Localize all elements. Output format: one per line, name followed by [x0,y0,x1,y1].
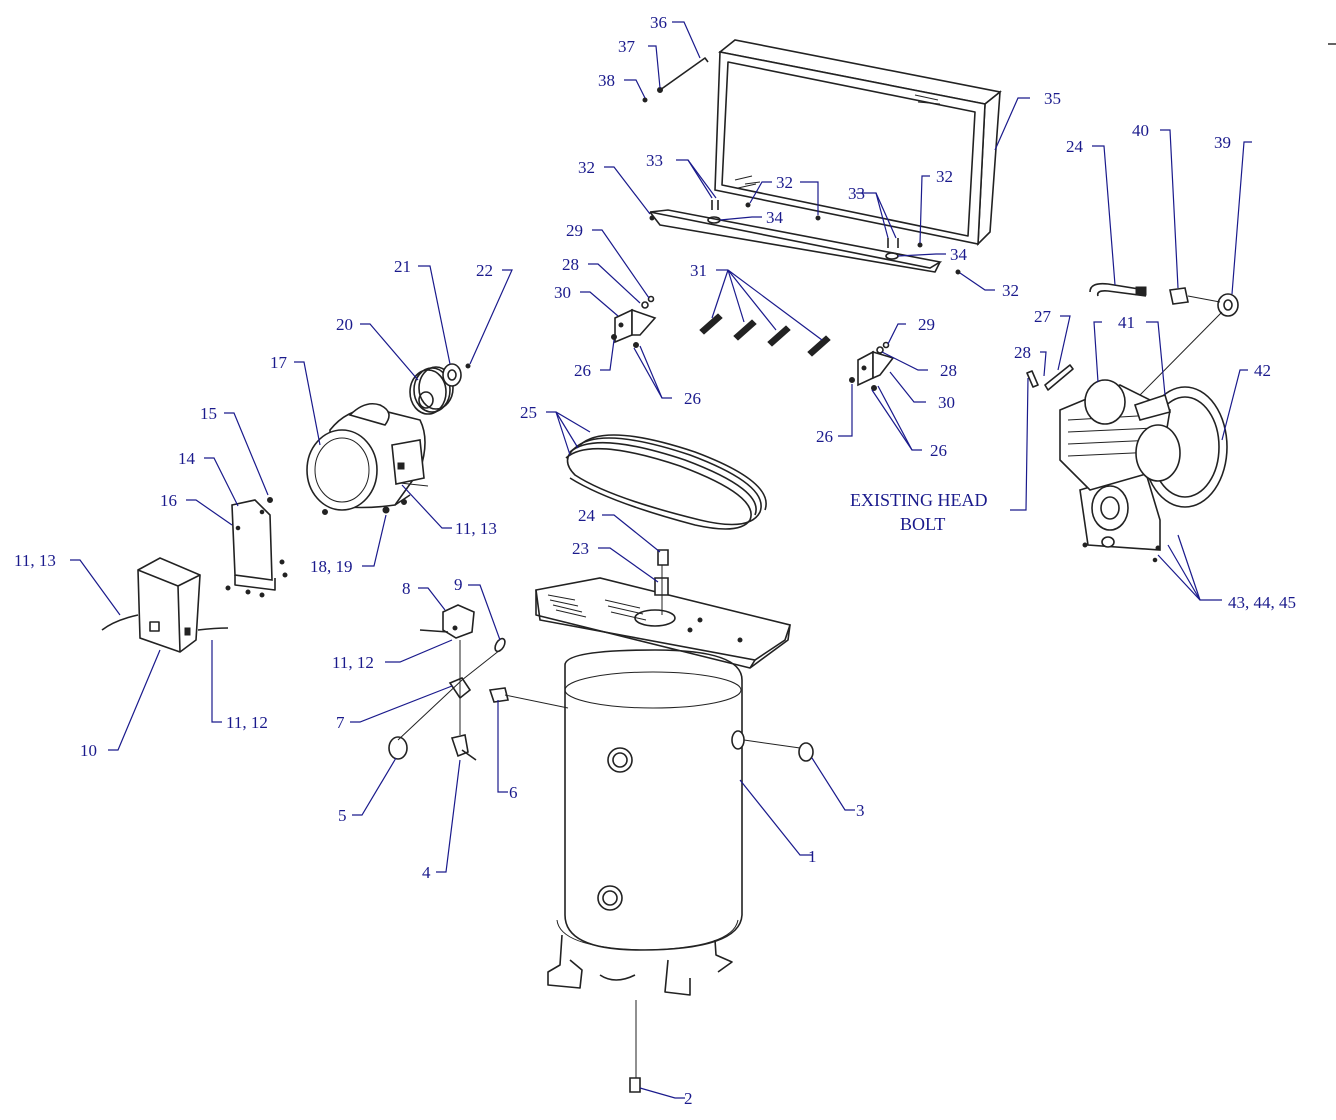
label-32-b: 32 [776,173,793,192]
guard-bracket-right [849,341,895,391]
label-8: 8 [402,579,411,598]
filter-fitting-40 [1169,287,1189,305]
rubber-grommets [699,313,831,357]
pressure-gauge [388,736,408,760]
discharge-tube-24 [1089,282,1147,297]
label-37: 37 [618,37,636,56]
label-33-b: 33 [848,184,865,203]
motor-pulley [409,366,454,415]
guard-bracket-left [611,295,657,348]
label-14: 14 [178,449,196,468]
guard-brace-rod [642,57,709,103]
label-26-c: 26 [816,427,833,446]
electric-motor [306,402,429,515]
label-32-d: 32 [1002,281,1019,300]
label-23: 23 [572,539,589,558]
label-29-b: 29 [918,315,935,334]
label-30-b: 30 [938,393,955,412]
label-38: 38 [598,71,615,90]
guard-back-rail [649,209,943,273]
set-screw [465,363,471,369]
label-35: 35 [1044,89,1061,108]
label-11-12-box: 11, 12 [226,713,268,732]
label-10: 10 [80,741,97,760]
v-belts [565,434,767,530]
label-34-a: 34 [766,208,784,227]
pulley-hub [442,363,462,387]
label-36: 36 [650,13,667,32]
leader-lines [70,21,1252,1099]
label-32-c: 32 [936,167,953,186]
label-6: 6 [509,783,518,802]
pressure-switch [419,604,475,639]
label-9: 9 [454,575,463,594]
label-42: 42 [1254,361,1271,380]
label-40: 40 [1132,121,1149,140]
label-25: 25 [520,403,537,422]
label-1: 1 [808,847,817,866]
label-34-b: 34 [950,245,968,264]
part-labels: 1 2 3 4 5 6 7 8 9 10 11, 13 11, 12 11, 1… [14,13,1296,1108]
fitting-24 [657,549,669,566]
bracket-27 [1044,364,1074,391]
label-21: 21 [394,257,411,276]
label-31: 31 [690,261,707,280]
drain-valve-4 [450,734,477,761]
label-7: 7 [336,713,345,732]
motor-mount-plate [225,497,288,598]
compressor-pump [1059,379,1228,563]
guard-screws [649,200,961,275]
label-16: 16 [160,491,177,510]
label-30-a: 30 [554,283,571,302]
label-27: 27 [1034,307,1052,326]
label-43-44-45: 43, 44, 45 [1228,593,1296,612]
label-17: 17 [270,353,288,372]
label-26-d: 26 [930,441,947,460]
label-28-b: 28 [940,361,957,380]
control-box [101,557,229,653]
air-tank [547,649,745,996]
label-26-b: 26 [684,389,701,408]
drain-cock-2 [629,1077,641,1093]
label-41: 41 [1118,313,1135,332]
nipple-6 [488,687,509,703]
note-existing-head: EXISTING HEAD [850,490,987,510]
label-29-a: 29 [566,221,583,240]
label-15: 15 [200,404,217,423]
label-22: 22 [476,261,493,280]
note-bolt: BOLT [900,514,945,534]
label-5: 5 [338,806,347,825]
label-2: 2 [684,1089,693,1108]
plug-3 [798,742,814,762]
label-32-a: 32 [578,158,595,177]
label-39: 39 [1214,133,1231,152]
label-11-12-switch: 11, 12 [332,653,374,672]
intake-filter-39 [1217,293,1239,317]
bolt-28-pump [1026,370,1039,388]
check-valve-9 [494,637,506,653]
label-11-13-box: 11, 13 [14,551,56,570]
label-33-a: 33 [646,151,663,170]
pump-base-plate [535,577,792,669]
label-24-pump: 24 [1066,137,1084,156]
label-28-c: 28 [1014,343,1031,362]
label-26-a: 26 [574,361,591,380]
label-20: 20 [336,315,353,334]
label-28-a: 28 [562,255,579,274]
label-24-tank: 24 [578,506,596,525]
label-3: 3 [856,801,865,820]
label-4: 4 [422,863,431,882]
label-18-19: 18, 19 [310,557,353,576]
label-11-13-motor: 11, 13 [455,519,497,538]
belt-guard [714,39,1002,247]
